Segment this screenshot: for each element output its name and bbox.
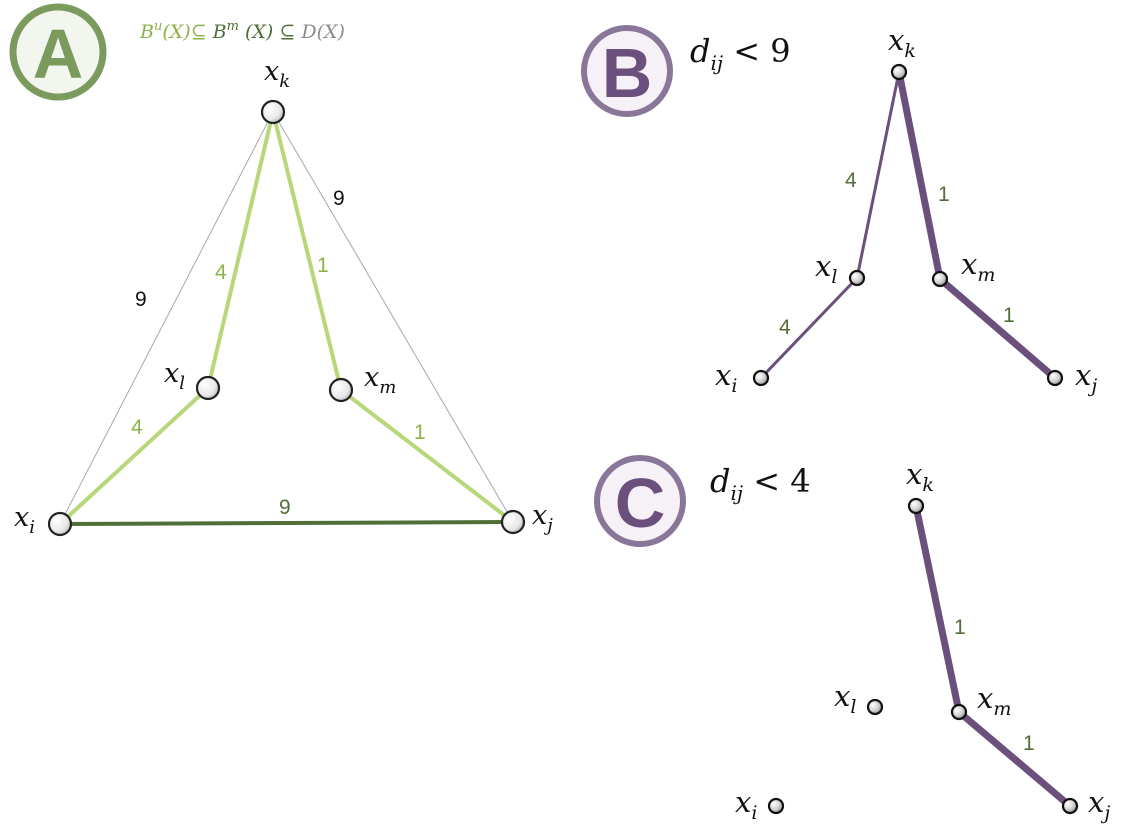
- edge-b-li: [759, 276, 859, 380]
- formula-d: D(X): [300, 21, 345, 43]
- edge-label-b-km: 1: [938, 183, 950, 206]
- edge-c-km: [912, 505, 963, 713]
- node-a-i: [47, 511, 73, 537]
- edge-label-a-kj: 9: [333, 187, 345, 210]
- node-c-i: [767, 797, 785, 815]
- node-b-k: [890, 63, 908, 81]
- edge-a-ij: [59, 520, 514, 526]
- badge-c: C: [594, 455, 686, 547]
- edge-a-ki: [59, 111, 274, 525]
- formula-bm: B: [212, 21, 227, 43]
- node-label-b-k: xk: [888, 23, 916, 62]
- edge-a-km: [271, 111, 343, 391]
- node-label-a-m: xm: [364, 362, 396, 398]
- badge-c-letter: C: [615, 464, 666, 542]
- threshold-c: dij < 4: [710, 462, 811, 505]
- node-a-l: [195, 375, 221, 401]
- node-b-m: [931, 270, 949, 288]
- formula-bu-arg: (X)⊆: [162, 21, 212, 43]
- badge-a-letter: A: [33, 15, 84, 93]
- formula-bu: B: [139, 21, 154, 43]
- node-label-a-l: xl: [164, 358, 185, 394]
- edge-label-c-mj: 1: [1023, 732, 1035, 755]
- node-label-c-i: xi: [735, 785, 757, 824]
- panel-c: C dij < 4 1 1 xk xl xm xi xj: [594, 455, 1110, 824]
- edge-label-b-li: 4: [779, 316, 791, 339]
- node-label-a-k: xk: [264, 56, 290, 92]
- panel-b: B dij < 9 4 1 4 1 xk xl xm xi xj: [581, 23, 1097, 397]
- edge-label-c-km: 1: [954, 616, 966, 639]
- inclusion-formula: Bu(X)⊆ Bm (X) ⊆ D(X): [139, 19, 345, 43]
- edge-b-kl: [855, 71, 901, 279]
- node-c-k: [907, 497, 925, 515]
- formula-bm-arg: (X) ⊆: [239, 21, 301, 43]
- formula-bm-sup: m: [227, 19, 239, 34]
- node-b-i: [752, 369, 770, 387]
- node-label-c-m: xm: [977, 681, 1011, 720]
- edge-label-a-li: 4: [131, 416, 143, 439]
- node-label-c-j: xj: [1088, 785, 1110, 824]
- panel-a: A Bu(X)⊆ Bm (X) ⊆ D(X) 9 9 4 1 4 1 9 xk …: [9, 3, 553, 538]
- node-c-m: [950, 703, 968, 721]
- edge-label-a-mj: 1: [414, 421, 426, 444]
- node-label-a-j: xj: [532, 500, 553, 536]
- node-label-b-j: xj: [1075, 358, 1097, 397]
- edge-label-a-ij: 9: [279, 496, 291, 519]
- edge-label-a-ki: 9: [135, 288, 147, 311]
- edge-label-b-mj: 1: [1003, 304, 1015, 327]
- node-label-c-k: xk: [906, 457, 934, 496]
- edge-label-b-kl: 4: [845, 169, 857, 192]
- node-c-l: [866, 698, 884, 716]
- edge-a-kj: [272, 111, 514, 523]
- node-a-k: [260, 99, 286, 125]
- badge-b-letter: B: [602, 34, 653, 112]
- edge-b-km: [895, 71, 944, 280]
- edge-b-mj: [937, 276, 1058, 381]
- edge-a-mj: [339, 388, 515, 524]
- edge-label-a-km: 1: [317, 254, 329, 277]
- edge-label-a-kl: 4: [215, 261, 227, 284]
- edge-a-kl: [206, 111, 275, 389]
- edge-c-mj: [956, 709, 1073, 809]
- node-a-j: [500, 509, 526, 535]
- node-b-j: [1046, 369, 1064, 387]
- formula-bu-sup: u: [154, 19, 162, 34]
- edge-a-li: [58, 386, 210, 526]
- node-label-b-i: xi: [715, 358, 737, 397]
- node-label-b-l: xl: [815, 249, 837, 288]
- node-a-m: [328, 377, 354, 403]
- badge-b: B: [581, 25, 673, 117]
- threshold-b: dij < 9: [690, 32, 791, 75]
- node-label-b-m: xm: [961, 247, 995, 286]
- node-b-l: [848, 269, 866, 287]
- node-label-c-l: xl: [834, 679, 856, 718]
- node-c-j: [1061, 797, 1079, 815]
- node-label-a-i: xi: [14, 502, 35, 538]
- badge-a: A: [9, 3, 107, 101]
